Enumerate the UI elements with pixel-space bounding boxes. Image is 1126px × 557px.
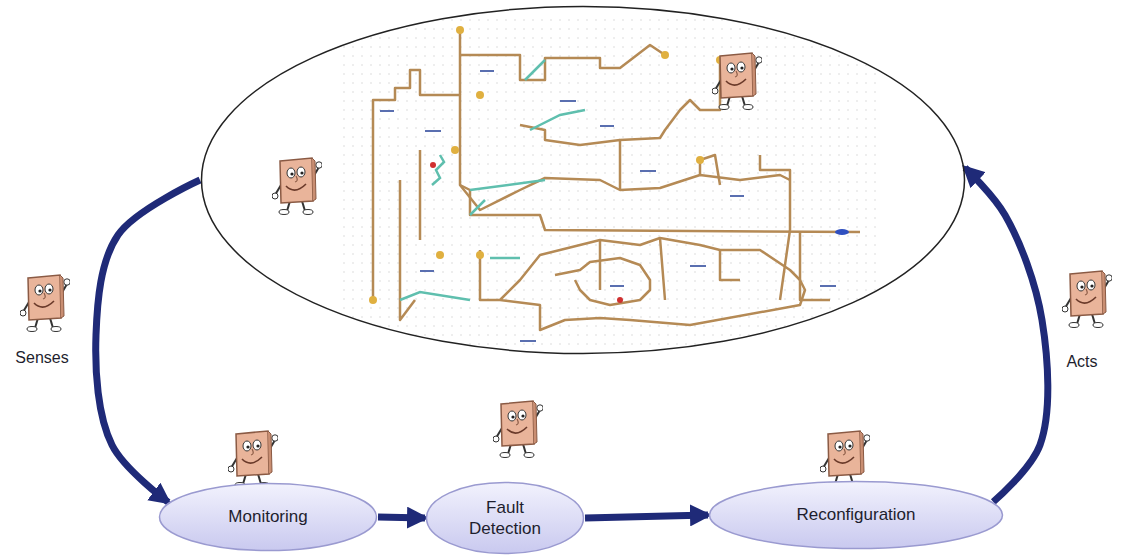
network-lines (373, 30, 860, 330)
flow-arrow (965, 168, 1048, 502)
network-marker (430, 162, 436, 168)
node-label: Fault Detection (455, 497, 555, 540)
node-label: Reconfiguration (796, 504, 915, 525)
network-tags (380, 70, 836, 342)
process-ellipse: Fault Detection (425, 481, 585, 555)
network-teal-lines (400, 60, 585, 300)
edge-label: Senses (12, 347, 71, 368)
flow-arrow (378, 517, 425, 518)
grid-dots (340, 18, 880, 348)
edge-label: Acts (1063, 351, 1100, 372)
agent-figures (20, 53, 1112, 488)
ellipse-outline (200, 5, 966, 355)
process-ellipse: Monitoring (158, 482, 378, 552)
network-dots (369, 26, 724, 304)
node-label: Monitoring (228, 506, 307, 527)
ellipse-outline (425, 481, 585, 555)
network-marker (617, 297, 623, 303)
process-ellipse: Reconfiguration (708, 480, 1004, 550)
network-ellipse (200, 5, 966, 355)
flow-arrow (96, 180, 200, 502)
network-source (835, 229, 849, 235)
flow-arrow (585, 515, 708, 518)
